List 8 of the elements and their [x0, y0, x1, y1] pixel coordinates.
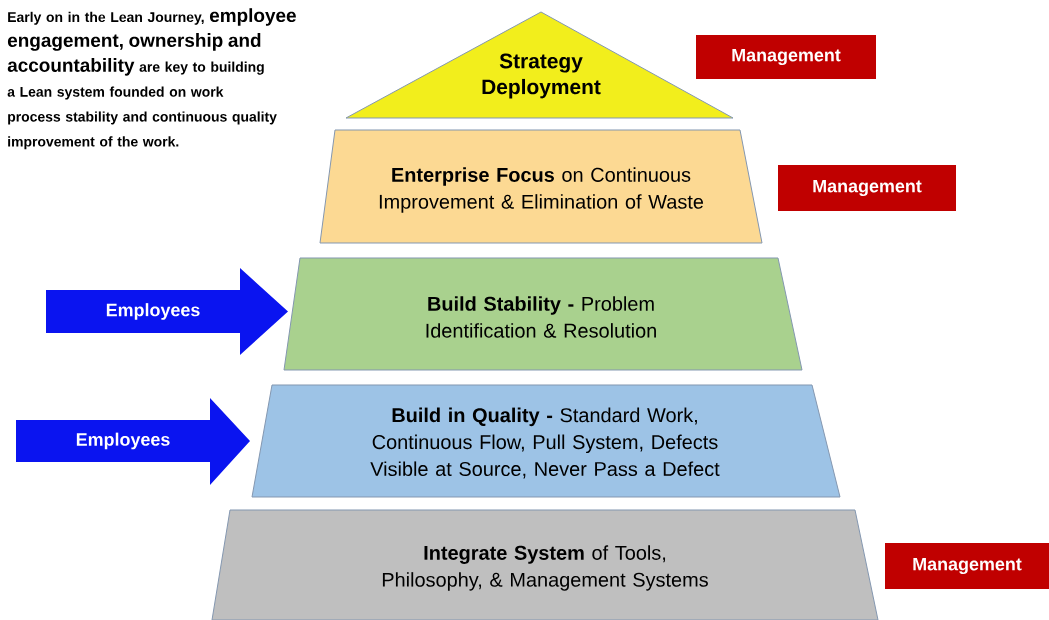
pyramid-layer: Enterprise Focus on Continuous Improvement & Elimination of Waste [319, 129, 763, 244]
management-tag: Management [696, 35, 876, 79]
pyramid-layer: Integrate System of Tools, Philosophy, & Management Systems [211, 509, 879, 620]
pyramid-layer: Build in Quality - Standard Work, Continuous Flow, Pull System, Defects Visible at Source, Never Pass a Defect [251, 384, 841, 498]
pyramid-layer: Build Stability - Problem Identification & Resolution [283, 257, 803, 371]
management-tag: Management [885, 543, 1049, 589]
management-tag: Management [778, 165, 956, 211]
intro-paragraph: Early on in the Lean Journey, employee engagement, ownership and accountability are key to building a Lean system founded on work process stability and continuous quality improvement of the work. [7, 8, 296, 150]
